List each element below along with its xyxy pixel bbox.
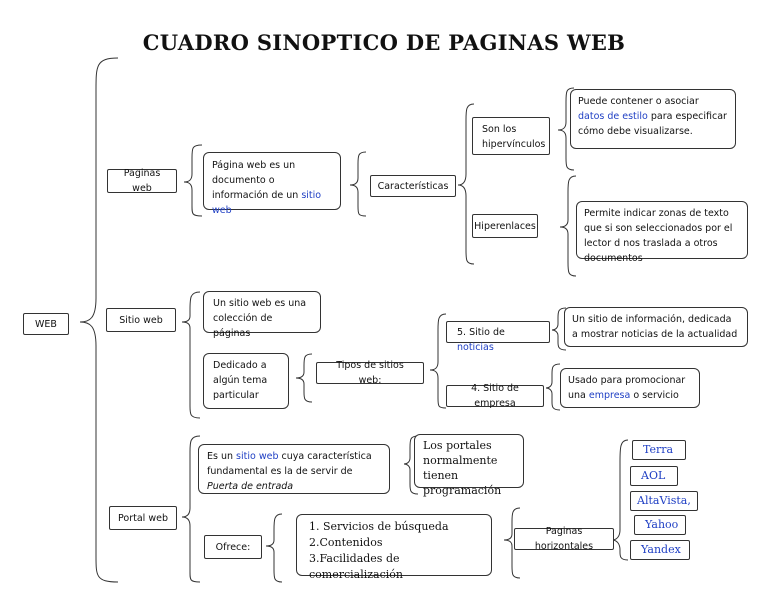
empresa-desc-text: Usado para promocionar una: [568, 375, 686, 401]
servicios-box: 1. Servicios de búsqueda 2.Contenidos 3.…: [296, 514, 492, 581]
tipos-list-brace: [429, 313, 447, 409]
portal-definicion-mid: cuya característica fundamental es la de…: [207, 451, 372, 477]
paginas-brace: [183, 144, 203, 217]
programacion-box: Los portales normalmente tienen programa…: [414, 434, 524, 497]
empresa-desc-box: Usado para promocionar una empresa o ser…: [560, 368, 700, 408]
empresa-link[interactable]: empresa: [588, 390, 631, 401]
hiperenlaces-desc-brace: [559, 175, 577, 277]
datos-estilo-link[interactable]: datos de estilo: [578, 111, 648, 122]
portal-yahoo[interactable]: Yahoo: [634, 515, 686, 535]
dedicado-box: Dedicado a algún tema particular: [203, 353, 289, 409]
ejemplos-brace: [611, 439, 629, 561]
root-node: WEB: [23, 313, 69, 335]
page-title: CUADRO SINOPTICO DE PAGINAS WEB: [142, 30, 626, 55]
paginas-definicion-box: Página web es un documento o información…: [203, 152, 341, 216]
noticias-desc-box: Un sitio de información, dedicada a most…: [564, 307, 748, 347]
portal-altavista[interactable]: AltaVista,: [630, 491, 698, 511]
horizontales-node: Paginas horizontales: [514, 526, 614, 552]
paginas-web-node: Paginas web: [107, 168, 177, 194]
noticias-node: 5. Sitio de noticias: [446, 321, 550, 353]
empresa-desc-brace: [545, 363, 561, 411]
hipervinculos-desc-post: para especificar cómo debe visualizarse.: [578, 111, 727, 137]
servicio-item: 2.Contenidos: [309, 536, 383, 549]
caracteristicas-brace: [349, 151, 367, 217]
hipervinculos-desc-text: Puede contener o asociar: [578, 96, 699, 107]
noticias-text: 5. Sitio de: [457, 327, 505, 338]
paginas-definicion-text: Página web es un documento o información…: [212, 160, 302, 201]
hiperenlaces-desc-box: Permite indicar zonas de texto que si so…: [576, 201, 748, 264]
portal-definicion-box: Es un sitio web cuya característica fund…: [198, 444, 390, 494]
hipervinculos-node: Son los hipervínculos: [472, 117, 550, 155]
tipos-node: Tipos de sitios web:: [316, 360, 424, 386]
empresa-node: 4. Sitio de empresa: [446, 383, 544, 409]
empresa-desc-post: o servicio: [630, 390, 679, 401]
servicio-item: 3.Facilidades de comercialización: [309, 552, 403, 581]
portal-definicion-text: Es un: [207, 451, 237, 462]
caracteristicas-node: Características: [370, 175, 456, 197]
tipos-brace: [295, 353, 313, 403]
hiperenlaces-node: Hiperenlaces: [472, 214, 538, 238]
portal-yandex[interactable]: Yandex: [630, 540, 690, 560]
sitio-brace: [181, 291, 201, 419]
servicio-item: 1. Servicios de búsqueda: [309, 520, 449, 533]
sitio-web-node: Sitio web: [106, 308, 176, 332]
sitio-definicion-box: Un sitio web es una colección de páginas: [203, 291, 321, 339]
portal-aol[interactable]: AOL: [630, 466, 678, 486]
noticias-link[interactable]: noticias: [457, 342, 494, 353]
portal-sitio-web-link[interactable]: sitio web: [236, 451, 279, 462]
portal-terra[interactable]: Terra: [632, 440, 686, 460]
ofrece-brace: [265, 513, 283, 583]
hipervinculos-desc-box: Puede contener o asociar datos de estilo…: [570, 89, 736, 149]
ofrece-node: Ofrece:: [204, 535, 262, 559]
portal-web-node: Portal web: [109, 506, 177, 530]
sitio-web-link[interactable]: sitio web: [212, 190, 322, 216]
puerta-entrada-text: Puerta de entrada: [207, 481, 294, 492]
